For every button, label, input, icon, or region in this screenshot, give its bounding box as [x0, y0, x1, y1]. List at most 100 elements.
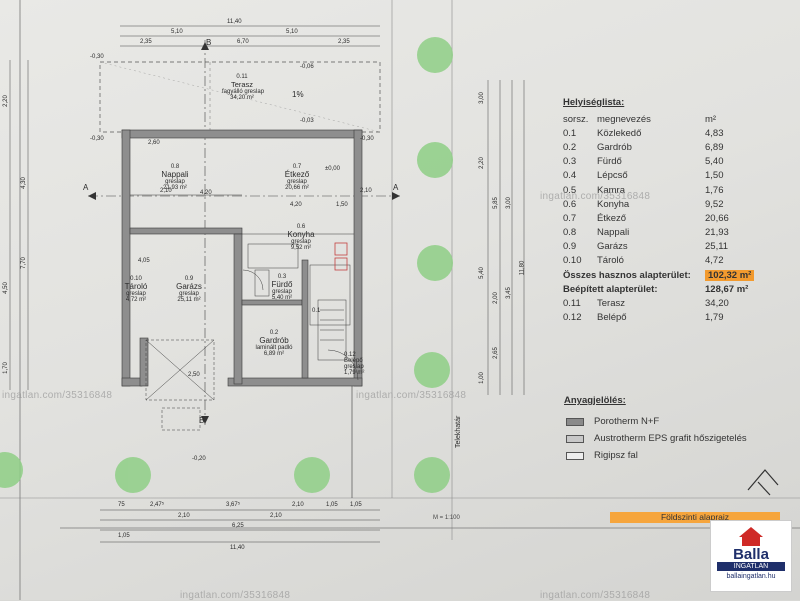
dim-interior: 4,20: [290, 202, 302, 208]
room-area: 1,79: [705, 312, 724, 324]
room-name: Konyha: [597, 198, 630, 210]
room-name: Gardrób: [597, 141, 632, 153]
room-number: 0.6: [563, 198, 577, 210]
dim-right: 3,00: [505, 197, 512, 209]
dim-bottom: 2,10: [178, 513, 190, 519]
built-label: Beépített alapterület:: [563, 283, 658, 295]
dim-left: 1,70: [2, 362, 9, 374]
dim-bottom: 1,05: [350, 502, 362, 508]
room-konyha: 0.6 Konyha greslap 9,52 m²: [287, 224, 315, 251]
level-mark: ±0,00: [325, 166, 340, 172]
built-value: 128,67 m²: [705, 283, 749, 295]
dim-interior: 2,50: [188, 372, 200, 378]
scale-label: M = 1:100: [433, 515, 460, 521]
room-number: 0.3: [563, 156, 577, 168]
schedule-header: sorsz. megnevezés m²: [563, 112, 763, 126]
level-mark: -0,06: [300, 64, 314, 70]
dim-right: 5,85: [492, 197, 499, 209]
dim-interior: 4,20: [200, 190, 212, 196]
legend-swatch: [566, 417, 584, 426]
room-area: 9,52: [705, 198, 724, 210]
section-b-top: B: [206, 38, 212, 47]
dim-left: 4,30: [20, 177, 27, 189]
dim-top: 2,35: [140, 39, 152, 45]
dim-bottom: 2,10: [270, 513, 282, 519]
room-area: 25,11: [705, 241, 729, 253]
room-name: Kamra: [597, 184, 625, 196]
header-number: sorsz.: [563, 113, 589, 125]
room-area: 34,20: [705, 298, 729, 310]
logo-name: Balla: [733, 546, 769, 563]
header-name: megnevezés: [597, 113, 651, 125]
room-number: 0.4: [563, 170, 577, 182]
legend-swatch: [566, 451, 584, 460]
room-tarolo: 0.10 Tároló greslap 4,72 m²: [124, 276, 148, 303]
room-name: Fürdő: [597, 156, 622, 168]
dim-bottom: 2,47⁵: [150, 502, 165, 508]
room-number: 0.5: [563, 184, 577, 196]
dim-top: 5,10: [171, 29, 183, 35]
dim-interior: 2,60: [148, 140, 160, 146]
dim-interior: 1,50: [336, 202, 348, 208]
section-a-left: A: [83, 183, 89, 192]
sheet-title: Földszinti alaprajz: [610, 512, 780, 523]
legend-swatch: [566, 434, 584, 443]
legend-item: Austrotherm EPS grafit hőszigetelés: [566, 430, 747, 447]
dim-right: 2,65: [492, 347, 499, 359]
agency-logo[interactable]: Balla INGATLAN ballaingatlan.hu: [710, 520, 792, 592]
schedule-row: 0.6 Konyha 9,52: [563, 197, 763, 211]
exterior-walls: [121, 129, 363, 387]
watermark-text: ingatlan.com/35316848: [356, 390, 467, 401]
room-area: 21,93: [705, 227, 729, 239]
room-kozlekedo: 0.1: [312, 308, 321, 314]
dim-top: 6,70: [237, 39, 249, 45]
legend-item: Porotherm N+F: [566, 413, 747, 430]
watermark-text: ingatlan.com/35316848: [540, 191, 651, 202]
room-number: 0.11: [563, 298, 581, 310]
room-name: Lépcső: [597, 170, 628, 182]
dim-top: 5,10: [286, 29, 298, 35]
landscape-trees: [0, 37, 453, 493]
street-label: Telekhatár: [455, 415, 462, 448]
room-name: Közlekedő: [597, 127, 642, 139]
level-mark: -0,30: [90, 54, 104, 60]
watermark-text: ingatlan.com/35316848: [180, 590, 291, 601]
dim-right: 1,00: [478, 372, 485, 384]
dim-interior: 2,10: [160, 188, 172, 194]
room-name: Nappali: [597, 227, 630, 239]
room-terasz: 0.11 Terasz fagyálló greslap 34,20 m²: [222, 74, 265, 101]
room-number: 0.2: [563, 141, 577, 153]
house-body-icon: [742, 537, 760, 546]
room-name: Tároló: [597, 255, 624, 267]
level-mark: -0,03: [300, 118, 314, 124]
dim-bottom: 1,05: [326, 502, 338, 508]
legend-label: Austrotherm EPS grafit hőszigetelés: [594, 433, 747, 444]
built-area: Beépített alapterület: 128,67 m²: [563, 282, 763, 296]
total-useful-area: Összes hasznos alapterület: 102,32 m²: [563, 268, 763, 282]
legend-title: Anyagjelölés:: [564, 395, 626, 406]
legend-label: Rigipsz fal: [594, 450, 638, 461]
schedule-row: 0.5 Kamra 1,76: [563, 183, 763, 197]
room-gardrob: 0.2 Gardrób laminált padló 6,89 m²: [255, 330, 293, 357]
dim-right: 2,20: [478, 157, 485, 169]
room-number: 0.7: [563, 212, 577, 224]
room-name: Étkező: [597, 212, 627, 224]
material-legend: Anyagjelölés: Porotherm N+F Austrotherm E…: [564, 395, 747, 464]
watermark-text: ingatlan.com/35316848: [540, 590, 651, 601]
room-area: 1,76: [705, 184, 724, 196]
house-icon: [739, 527, 763, 537]
header-area: m²: [705, 113, 717, 125]
room-nappali: 0.8 Nappali greslap 21,93 m²: [161, 164, 189, 191]
dim-bottom: 6,25: [232, 523, 244, 529]
room-furdo: 0.3 Fürdő greslap 5,40 m²: [271, 274, 293, 301]
